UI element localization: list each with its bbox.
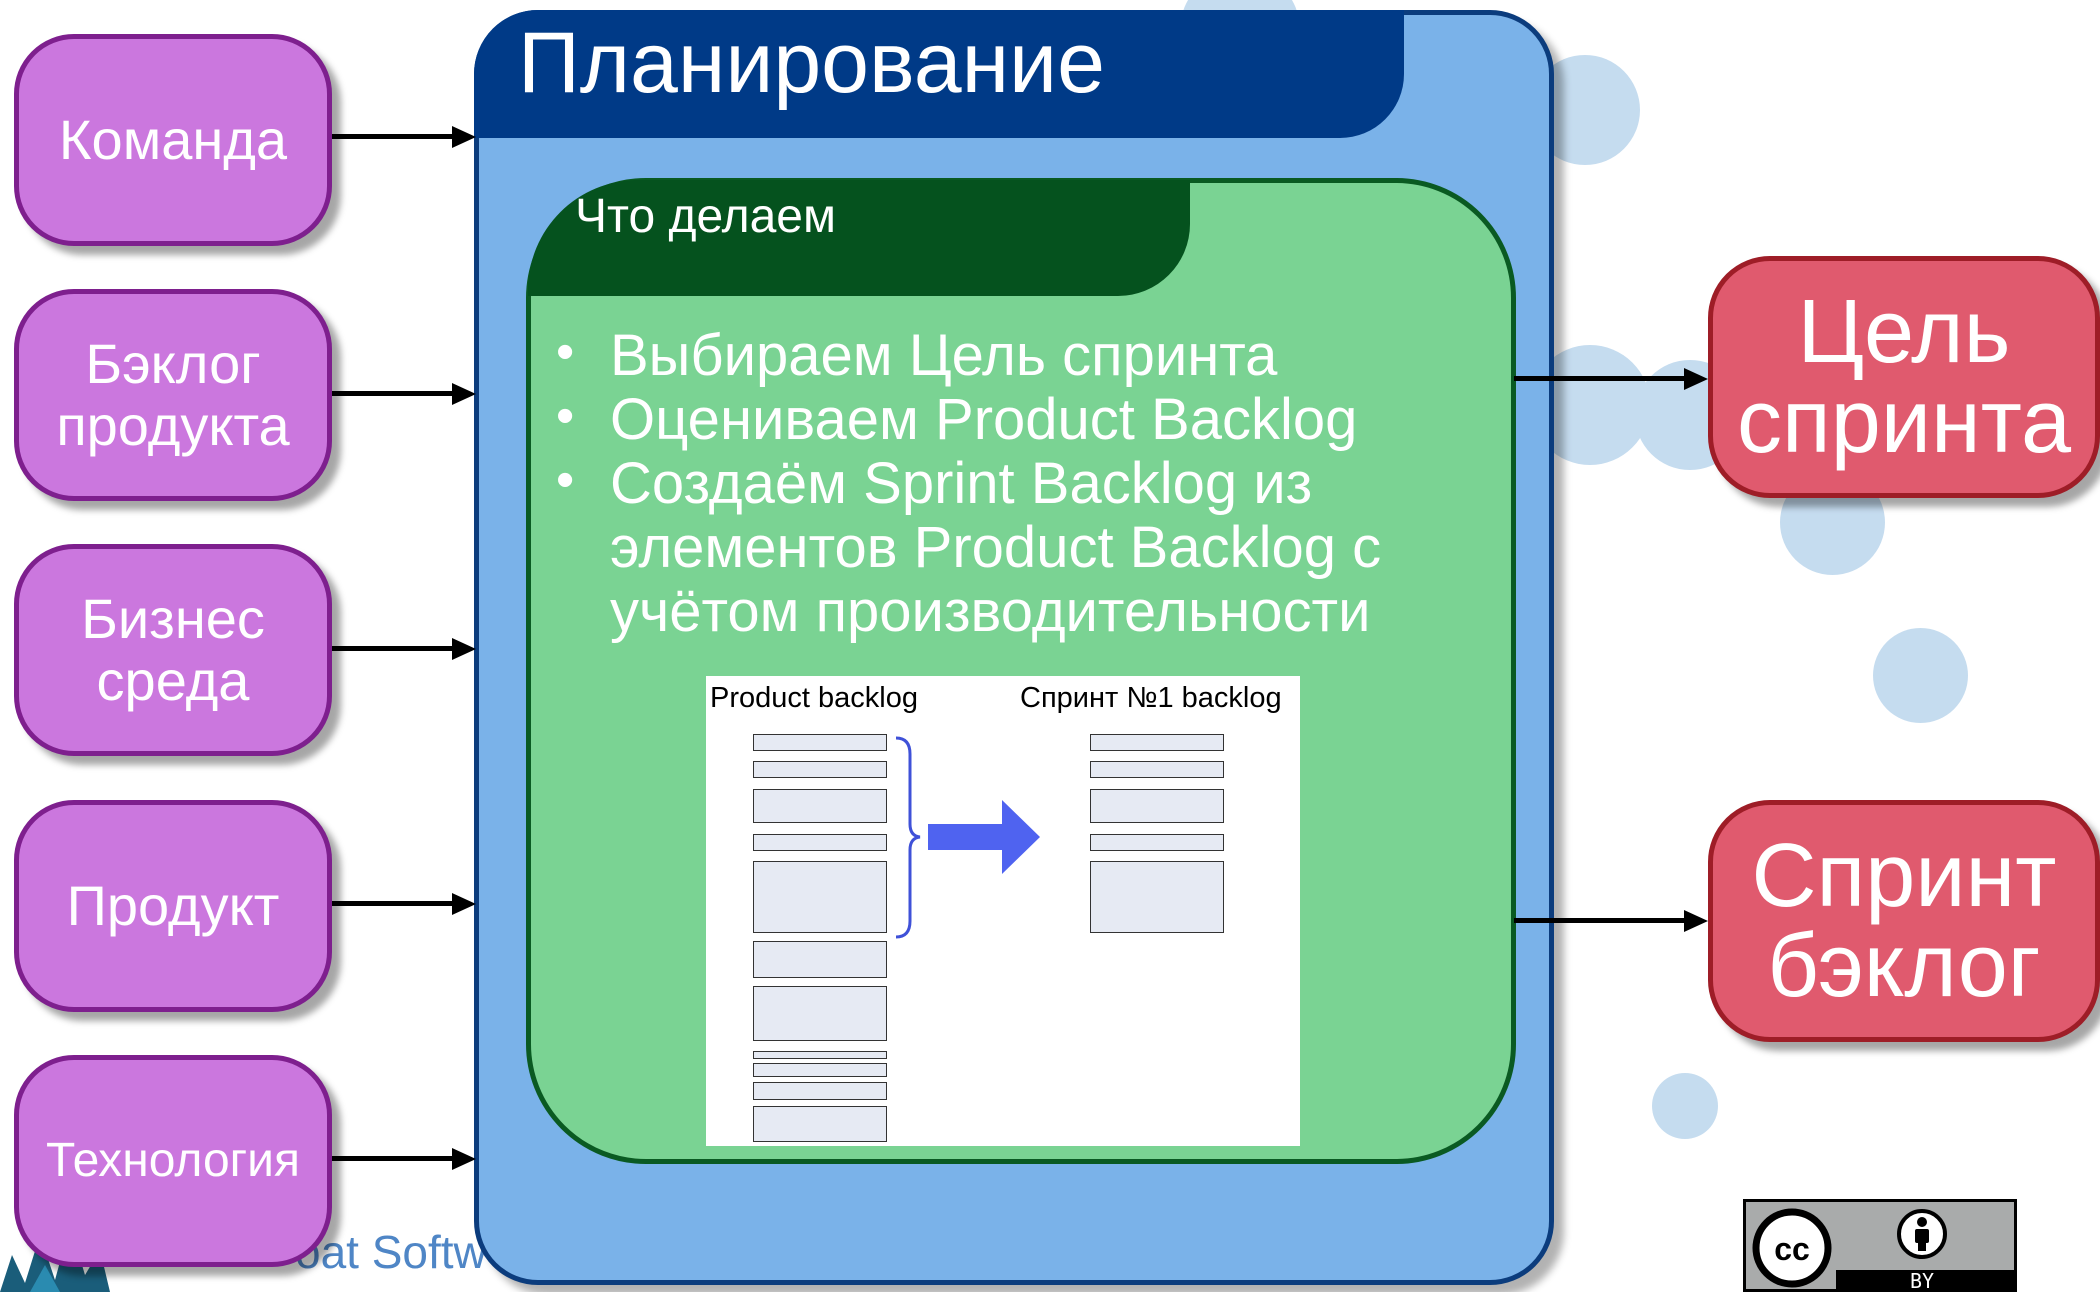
output-arrow-line [1514,918,1694,923]
input-business-line1: Бизнес [81,587,265,650]
input-business-environment-label: Бизнес среда [81,588,265,712]
activity-text: Создаём Sprint Backlog из элементов Prod… [610,451,1382,644]
arrow-head-icon [452,638,476,660]
product-backlog-item [753,986,887,1041]
sprint-backlog-item [1090,789,1224,823]
product-backlog-item [753,861,887,933]
backlog-illustration: Product backlog Спринт №1 backlog [706,676,1300,1146]
output-backlog-line1: Спринт [1751,826,2057,926]
output-sprint-goal-label: Цель спринта [1737,287,2071,467]
product-backlog-item [753,941,887,978]
input-arrow-line [332,1156,466,1161]
planning-title-bar [474,10,1404,138]
selection-brace-icon [895,736,921,939]
activity-list: • Выбираем Цель спринта • Оцениваем Produc… [552,323,1472,644]
decorative-circle [1873,628,1968,723]
product-backlog-item [753,1082,887,1100]
sprint-backlog-item [1090,861,1224,933]
cc-by-license-badge: cc BY [1743,1199,2017,1292]
attribution-person-icon [1897,1209,1947,1259]
input-business-line2: среда [96,649,250,712]
input-team: Команда [14,34,332,246]
footer-company-name: oat Softw [295,1226,487,1278]
sprint-backlog-item [1090,834,1224,851]
planning-title: Планирование [518,15,1105,111]
arrow-head-icon [1684,910,1708,932]
product-backlog-item [753,1106,887,1142]
product-backlog-item [753,1051,887,1059]
activity-item: • Оцениваем Product Backlog [552,387,1472,452]
input-product-backlog-line2: продукта [56,394,290,457]
license-by-text: BY [1910,1269,1935,1292]
input-arrow-line [332,901,466,906]
product-backlog-label: Product backlog [710,682,918,714]
input-product-backlog-line1: Бэклог [85,332,261,395]
input-business-environment: Бизнес среда [14,544,332,756]
output-sprint-backlog: Спринт бэклог [1708,800,2100,1042]
sprint-backlog-label: Спринт №1 backlog [1020,682,1282,714]
arrow-head-icon [1684,368,1708,390]
product-backlog-item [753,789,887,823]
arrow-head-icon [452,1148,476,1170]
input-technology-label: Технология [46,1134,300,1187]
move-arrow-icon [928,800,1040,874]
input-arrow-line [332,134,466,139]
product-backlog-item [753,761,887,778]
product-backlog-item [753,1063,887,1077]
output-sprint-backlog-label: Спринт бэклог [1752,831,2057,1011]
input-arrow-line [332,646,466,651]
output-sprint-goal: Цель спринта [1708,256,2100,498]
activity-item: • Создаём Sprint Backlog из элементов Pro… [552,451,1472,644]
license-by-strip [1836,1270,2014,1289]
input-team-label: Команда [58,108,288,171]
activity-item: • Выбираем Цель спринта [552,323,1472,388]
creative-commons-icon: cc [1752,1208,1832,1288]
cc-text: cc [1774,1231,1810,1267]
arrow-head-icon [452,383,476,405]
activity-text: Выбираем Цель спринта [610,323,1278,388]
input-arrow-line [332,391,466,396]
input-product-backlog: Бэклог продукта [14,289,332,501]
input-product-label: Продукт [66,874,280,937]
output-arrow-line [1514,376,1694,381]
arrow-head-icon [452,126,476,148]
input-product-backlog-label: Бэклог продукта [56,333,289,457]
bullet-icon: • [556,451,575,509]
output-backlog-line2: бэклог [1767,916,2041,1016]
sprint-backlog-item [1090,761,1224,778]
bullet-icon: • [556,323,575,381]
decorative-circle [1652,1073,1718,1139]
bullet-icon: • [556,387,575,445]
product-backlog-item [753,834,887,851]
arrow-head-icon [452,893,476,915]
what-we-do-title: Что делаем [575,190,836,243]
input-product: Продукт [14,800,332,1012]
product-backlog-item [753,734,887,751]
output-goal-line2: спринта [1736,372,2072,472]
company-logo-icon [0,1225,110,1292]
input-technology: Технология [14,1055,332,1267]
output-goal-line1: Цель [1797,282,2011,382]
activity-text: Оцениваем Product Backlog [610,387,1358,452]
sprint-backlog-item [1090,734,1224,751]
what-we-do-title-bar [528,180,1190,296]
